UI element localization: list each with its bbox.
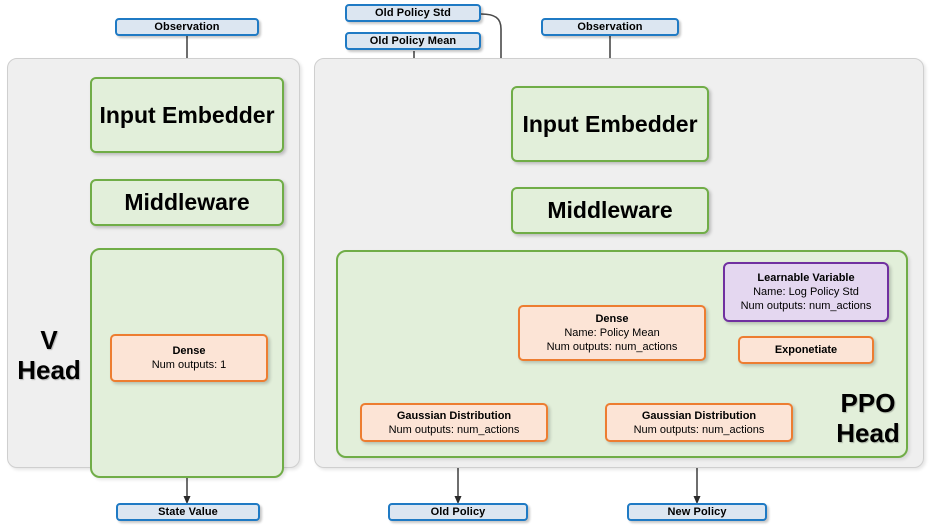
v-head-observation-label: Observation xyxy=(154,21,220,33)
ppo-old-policy-mean-input[interactable]: Old Policy Mean xyxy=(345,32,481,50)
ppo-learnable-variable-title: Learnable Variable xyxy=(757,272,855,284)
v-head-dense[interactable]: Dense Num outputs: 1 xyxy=(110,334,268,382)
ppo-gaussian-distribution-new[interactable]: Gaussian Distribution Num outputs: num_a… xyxy=(605,403,793,442)
ppo-new-policy-output-label: New Policy xyxy=(667,506,727,518)
ppo-dense-title: Dense xyxy=(595,313,629,325)
v-head-input-embedder-label: Input Embedder xyxy=(99,101,275,128)
ppo-exponetiate[interactable]: Exponetiate xyxy=(738,336,874,364)
ppo-observation-input[interactable]: Observation xyxy=(541,18,679,36)
ppo-old-policy-std-input[interactable]: Old Policy Std xyxy=(345,4,481,22)
ppo-middleware[interactable]: Middleware xyxy=(511,187,709,234)
ppo-learnable-variable-num-outputs: Num outputs: num_actions xyxy=(740,300,872,312)
ppo-observation-label: Observation xyxy=(577,21,643,33)
v-head-middleware[interactable]: Middleware xyxy=(90,179,284,226)
ppo-old-policy-mean-label: Old Policy Mean xyxy=(369,35,457,47)
ppo-dense-name: Name: Policy Mean xyxy=(564,327,660,339)
v-head-dense-num-outputs: Num outputs: 1 xyxy=(151,359,227,371)
v-head-observation-input[interactable]: Observation xyxy=(115,18,259,36)
ppo-gaussian-old-num-outputs: Num outputs: num_actions xyxy=(388,423,520,436)
ppo-gaussian-old-title: Gaussian Distribution xyxy=(396,409,512,422)
ppo-middleware-label: Middleware xyxy=(547,197,673,223)
v-head-state-value-label: State Value xyxy=(158,506,218,518)
v-head-caption-line2: Head xyxy=(17,355,81,385)
ppo-input-embedder[interactable]: Input Embedder xyxy=(511,86,709,162)
v-head-input-embedder[interactable]: Input Embedder xyxy=(90,77,284,153)
ppo-old-policy-output-label: Old Policy xyxy=(430,506,486,518)
ppo-learnable-variable-log-policy-std[interactable]: Learnable Variable Name: Log Policy Std … xyxy=(723,262,889,322)
ppo-head-caption: PPO Head xyxy=(822,388,914,448)
v-head-dense-title: Dense xyxy=(172,345,206,357)
ppo-learnable-variable-name: Name: Log Policy Std xyxy=(753,286,859,298)
ppo-gaussian-new-title: Gaussian Distribution xyxy=(641,409,757,422)
ppo-input-embedder-label: Input Embedder xyxy=(522,110,698,137)
ppo-gaussian-distribution-old[interactable]: Gaussian Distribution Num outputs: num_a… xyxy=(360,403,548,442)
v-head-state-value-output[interactable]: State Value xyxy=(116,503,260,521)
ppo-new-policy-output[interactable]: New Policy xyxy=(627,503,767,521)
ppo-gaussian-new-num-outputs: Num outputs: num_actions xyxy=(633,423,765,436)
v-head-middleware-label: Middleware xyxy=(124,189,250,215)
ppo-head-caption-line1: PPO xyxy=(840,388,896,418)
v-head-caption: V Head xyxy=(10,325,88,385)
ppo-old-policy-std-label: Old Policy Std xyxy=(375,7,451,19)
ppo-dense-num-outputs: Num outputs: num_actions xyxy=(546,341,678,353)
ppo-dense-policy-mean[interactable]: Dense Name: Policy Mean Num outputs: num… xyxy=(518,305,706,361)
ppo-old-policy-output[interactable]: Old Policy xyxy=(388,503,528,521)
v-head-caption-line1: V xyxy=(40,325,58,355)
ppo-head-caption-line2: Head xyxy=(836,418,900,448)
ppo-exponetiate-label: Exponetiate xyxy=(774,344,838,356)
